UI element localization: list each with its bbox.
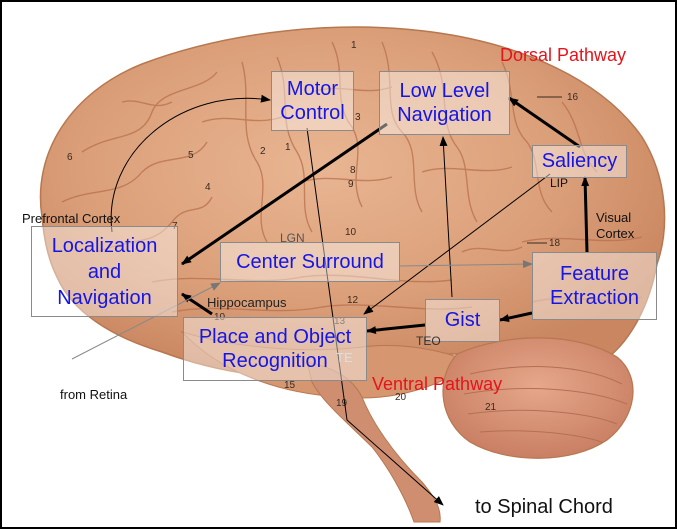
arrow-gist-to-lowlevel (443, 137, 452, 297)
place-object-recognition-box: Place and Object Recognition (183, 317, 367, 381)
dorsal-pathway-label: Dorsal Pathway (500, 45, 626, 66)
teo-label: TEO (416, 334, 441, 348)
arrow-saliency-to-lowlevel (509, 98, 580, 147)
visual-cortex-label: Visual Cortex (596, 210, 634, 243)
localization-navigation-box: Localization and Navigation (31, 226, 178, 317)
feature-extraction-box: Feature Extraction (532, 252, 657, 320)
to-spinal-chord-label: to Spinal Chord (475, 496, 613, 519)
arrow-feature-to-gist (500, 313, 532, 320)
lgn-label: LGN (280, 231, 305, 245)
te-label: TE (336, 350, 353, 365)
low-level-navigation-box: Low Level Navigation (379, 71, 510, 135)
arrow-feature-to-saliency (585, 177, 587, 252)
center-surround-box: Center Surround (220, 242, 400, 282)
arrow-center-to-feature (400, 264, 532, 266)
saliency-box: Saliency (532, 145, 627, 178)
prefrontal-cortex-label: Prefrontal Cortex (22, 211, 120, 226)
arrow-gist-to-place (367, 325, 425, 331)
motor-control-box: Motor Control (271, 71, 354, 131)
arrow-prefrontal-to-motor (111, 98, 270, 232)
ventral-pathway-label: Ventral Pathway (372, 374, 502, 395)
from-retina-label: from Retina (60, 387, 127, 402)
hippocampus-label: Hippocampus (207, 295, 287, 310)
lip-label: LIP (550, 176, 568, 190)
